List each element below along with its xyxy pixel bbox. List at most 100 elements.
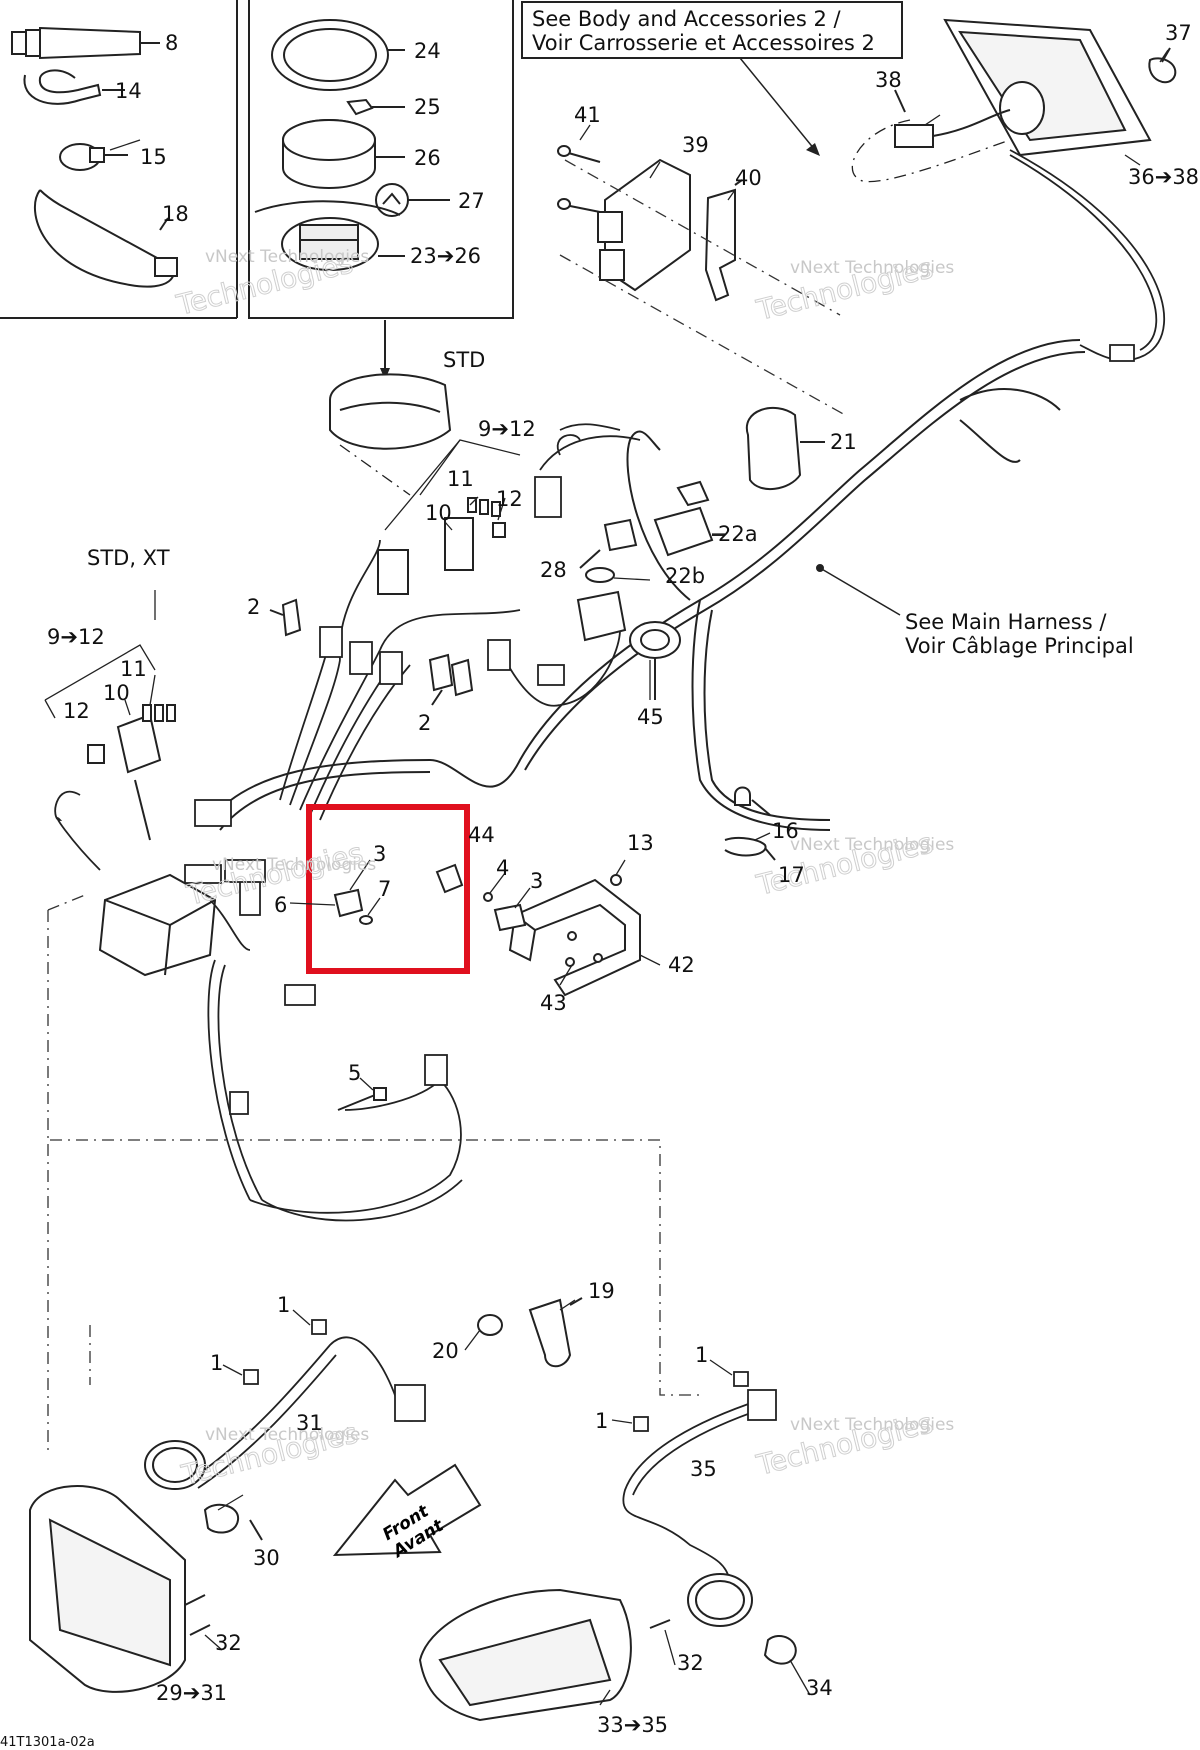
- part-7-washer: [359, 915, 373, 925]
- callout-33-35: 33➔35: [597, 1713, 668, 1737]
- part-39-control-module: [597, 158, 691, 292]
- callout-11-std: 11: [447, 467, 474, 491]
- part-42-bracket: [508, 878, 641, 997]
- part-25-clip: [346, 98, 405, 116]
- callout-labels: 8 14 15 18 24 25 26 27 23➔26 41 39 40 37…: [47, 21, 1199, 1737]
- callout-1-a: 1: [277, 1293, 290, 1317]
- callout-29-31: 29➔31: [156, 1681, 227, 1705]
- note-box-body-accessories: [521, 1, 903, 156]
- watermark-line1: vNext Technologies: [212, 855, 376, 875]
- callout-19: 19: [588, 1279, 615, 1303]
- callout-6: 6: [274, 893, 287, 917]
- callout-17: 17: [778, 863, 805, 887]
- part-36-taillight: [943, 18, 1152, 157]
- callout-1-b: 1: [210, 1351, 223, 1375]
- part-41-screws: [557, 145, 601, 213]
- part-30-left-bulb: [144, 1440, 263, 1541]
- callout-9-12-std: 9➔12: [478, 417, 536, 441]
- mounting-dashed-frame: [559, 159, 846, 416]
- part-40-bracket: [704, 179, 743, 302]
- callout-32-left: 32: [215, 1631, 242, 1655]
- part-gauge-assembly: [329, 373, 452, 496]
- callout-34: 34: [806, 1676, 833, 1700]
- note-main-harness-line1: See Main Harness /: [905, 610, 1107, 634]
- callout-13: 13: [627, 831, 654, 855]
- part-20-grommet: [477, 1314, 503, 1336]
- callout-26: 26: [414, 146, 441, 170]
- part-4-nut: [483, 892, 493, 902]
- callout-2-upper: 2: [247, 595, 260, 619]
- part-12-std-fuse: [492, 522, 506, 538]
- callout-43: 43: [540, 991, 567, 1015]
- watermark-line1: vNext Technologies: [205, 1425, 369, 1445]
- note-body-accessories-line2: Voir Carrosserie et Accessoires 2: [532, 31, 875, 55]
- part-22b-socket: [576, 567, 627, 642]
- part-28-accessory-plug: [579, 518, 638, 569]
- callout-42: 42: [668, 953, 695, 977]
- callout-22b: 22b: [665, 564, 705, 588]
- note-body-accessories-line1: See Body and Accessories 2 /: [532, 7, 841, 31]
- leader-lines: [109, 49, 1169, 1706]
- callout-11-xt: 11: [120, 657, 147, 681]
- callout-35: 35: [690, 1457, 717, 1481]
- part-23-gauge-housing: [254, 200, 405, 271]
- callout-7: 7: [378, 877, 391, 901]
- drawing-reference: 41T1301a-02a: [0, 1735, 95, 1750]
- part-11-std-fuses: [467, 497, 501, 517]
- part-15-clamp: [59, 143, 128, 171]
- callout-25: 25: [414, 95, 441, 119]
- callout-38: 38: [875, 68, 902, 92]
- callout-39: 39: [682, 133, 709, 157]
- callout-3-right: 3: [530, 869, 543, 893]
- main-harness-loom: [209, 339, 1086, 831]
- callout-9-12-xt: 9➔12: [47, 625, 105, 649]
- part-10-xt-relay: [116, 713, 162, 841]
- watermark-line1: vNext Technologies: [790, 1415, 954, 1435]
- part-32-left-screws: [184, 1594, 211, 1636]
- part-26-lens: [282, 119, 405, 189]
- part-fuse-box: [98, 873, 217, 977]
- callout-44: 44: [468, 823, 495, 847]
- part-3-right-plate: [493, 903, 527, 932]
- part-37-bulb: [1148, 47, 1177, 84]
- part-38-tail-connector: [894, 89, 1011, 148]
- part-24-bezel-ring: [271, 19, 405, 91]
- front-arrow: [332, 1463, 482, 1557]
- callout-12-std: 12: [496, 487, 523, 511]
- watermark-line1: vNext Technologies: [790, 835, 954, 855]
- part-44-connector: [435, 863, 464, 894]
- part-3-mount-plate: [333, 888, 364, 918]
- part-34-right-bulb: [687, 1573, 797, 1665]
- part-43-nuts: [565, 931, 603, 967]
- callout-10-xt: 10: [103, 681, 130, 705]
- part-32-right-screw: [649, 1619, 671, 1629]
- callout-1-d: 1: [595, 1409, 608, 1433]
- callout-15: 15: [140, 145, 167, 169]
- label-std-xt: STD, XT: [87, 546, 170, 570]
- part-35-right-harness: [622, 1371, 777, 1581]
- callout-1-c: 1: [695, 1343, 708, 1367]
- callout-28: 28: [540, 558, 567, 582]
- part-33-right-headlight: [418, 1588, 632, 1722]
- std-bracket-lines: [384, 439, 521, 531]
- part-10-std-relay: [377, 517, 474, 595]
- part-17-tie: [724, 836, 776, 861]
- callout-45: 45: [637, 705, 664, 729]
- callout-5: 5: [348, 1061, 361, 1085]
- part-18-long-cable-tie: [33, 189, 178, 288]
- callout-8: 8: [165, 31, 178, 55]
- callout-12-xt: 12: [63, 699, 90, 723]
- part-16-rivet: [734, 786, 771, 816]
- callout-32-right: 32: [677, 1651, 704, 1675]
- callout-3-box: 3: [373, 842, 386, 866]
- part-13-nut: [610, 874, 622, 886]
- watermark-line1: vNext Technologies: [790, 258, 954, 278]
- callout-16: 16: [772, 819, 799, 843]
- callout-22a: 22a: [718, 522, 758, 546]
- dashed-leaders-lower: [47, 894, 700, 1450]
- part-45-outlet: [629, 621, 681, 700]
- callout-21: 21: [830, 430, 857, 454]
- callout-30: 30: [253, 1546, 280, 1570]
- callout-36-38: 36➔38: [1128, 165, 1199, 189]
- part-8-sealant-tube: [11, 26, 160, 60]
